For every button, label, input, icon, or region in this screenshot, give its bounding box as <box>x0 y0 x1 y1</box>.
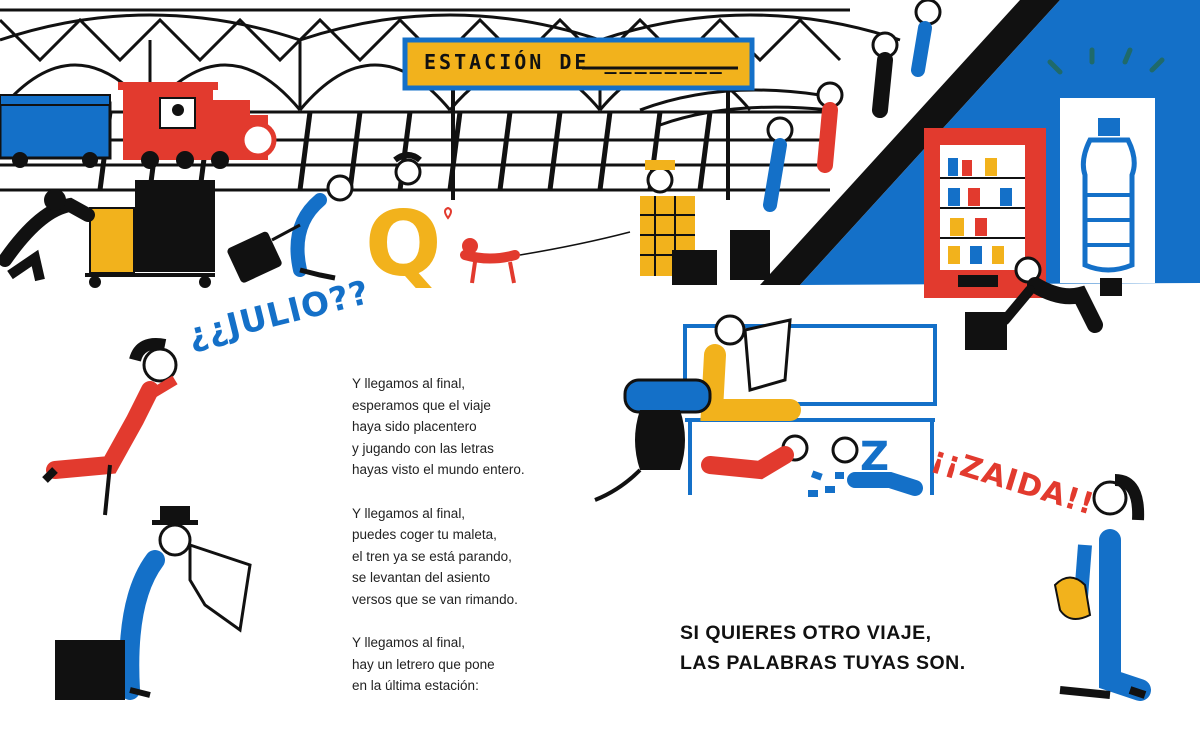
poem-text: Y llegamos al final, esperamos que el vi… <box>352 373 612 719</box>
train-icon <box>0 82 277 169</box>
svg-text:Z: Z <box>860 434 889 480</box>
poem-line: hayas visto el mundo entero. <box>352 462 525 478</box>
poem-stanza: Y llegamos al final, hay un letrero que … <box>352 632 612 697</box>
poem-line: se levantan del asiento <box>352 570 491 586</box>
letter-q-woman: Q <box>365 152 452 297</box>
woman-calling <box>42 338 178 516</box>
poem-line: versos que se van rimando. <box>352 591 518 607</box>
closing-line-1: SI QUIERES OTRO VIAJE, <box>680 622 932 644</box>
dog-icon <box>460 231 631 284</box>
newspaper-icon <box>743 318 792 392</box>
checkered-coat-person <box>640 160 717 285</box>
escalator-icon <box>730 0 1060 285</box>
poem-line: esperamos que el viaje <box>352 397 491 413</box>
poem-line: Y llegamos al final, <box>352 505 466 521</box>
man-reading-map <box>55 506 252 700</box>
poem-stanza: Y llegamos al final, puedes coger tu mal… <box>352 503 612 611</box>
person-holding-cat <box>1053 474 1151 701</box>
poem-stanza: Y llegamos al final, esperamos que el vi… <box>352 373 612 481</box>
cat-icon <box>635 410 685 470</box>
poem-line: puedes coger tu maleta, <box>352 527 497 543</box>
poem-line: haya sido placentero <box>352 419 477 435</box>
station-sign-label: ESTACIÓN DE ________ <box>424 50 725 74</box>
poem-line: y jugando con las letras <box>352 440 494 456</box>
poem-line: Y llegamos al final, <box>352 376 466 391</box>
poem-line: hay un letrero que pone <box>352 656 495 672</box>
crouching-man-briefcase <box>965 256 1103 350</box>
station-sign <box>402 37 755 200</box>
luggage-cart <box>0 180 215 288</box>
bench-icon: Z <box>594 314 937 502</box>
water-bottle-icon <box>1060 98 1155 296</box>
traveler-with-suitcase <box>227 174 354 283</box>
closing-text: SI QUIERES OTRO VIAJE, LAS PALABRAS TUYA… <box>680 618 1010 678</box>
poem-line: en la última estación: <box>352 678 479 694</box>
poem-line: el tren ya se está parando, <box>352 548 512 564</box>
svg-text:Q: Q <box>365 192 442 297</box>
closing-line-2: LAS PALABRAS TUYAS SON. <box>680 652 966 674</box>
poem-line: Y llegamos al final, <box>352 635 466 651</box>
